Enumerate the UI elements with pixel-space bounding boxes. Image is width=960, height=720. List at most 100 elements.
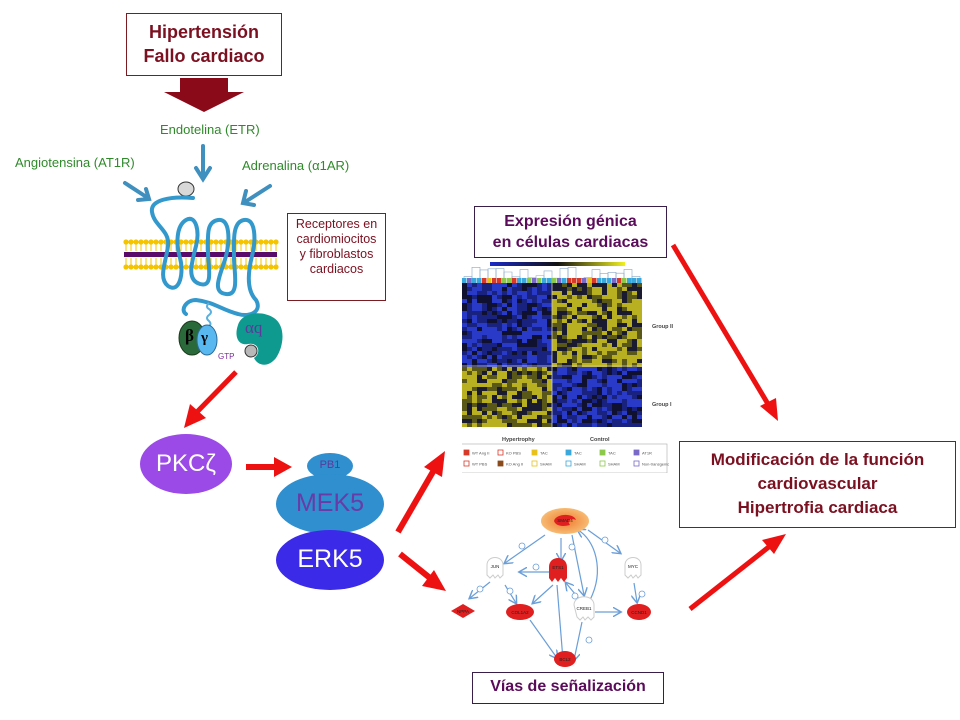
alpha-q-label: αq <box>245 318 263 337</box>
node-jun: JUN <box>491 564 500 569</box>
lipid-head <box>183 264 189 270</box>
lipid-head <box>273 239 279 245</box>
expression-line2: en células cardiacas <box>492 234 649 251</box>
beta-label: β <box>185 326 194 345</box>
lipid-head <box>243 239 249 245</box>
interaction-marker <box>506 587 514 595</box>
lipid-head <box>238 239 244 245</box>
lipid-head <box>243 264 249 270</box>
lipid-head <box>138 239 144 245</box>
gamma-tail <box>206 302 212 327</box>
legend-swatch <box>599 449 606 456</box>
mek5-node <box>276 474 384 534</box>
lipid-head <box>268 239 274 245</box>
lipid-head <box>263 239 269 245</box>
legend-swatch <box>599 460 606 467</box>
legend-label: SHAM <box>540 462 552 467</box>
legend-swatch <box>497 460 504 467</box>
node-col1a2: COL1A2 <box>511 610 529 615</box>
legend-label: WT PBS <box>472 462 488 467</box>
expression-line1: Expresión génica <box>504 213 637 230</box>
legend-label: AT1R <box>642 451 652 456</box>
hypertension-box: Hipertensión Fallo cardiaco <box>126 13 282 76</box>
interaction-marker <box>568 543 576 551</box>
ligand-ball <box>177 181 195 197</box>
lipid-head <box>198 264 204 270</box>
legend-label: WT Ang II <box>472 451 490 456</box>
lipid-head <box>213 264 219 270</box>
gtp-label: GTP <box>218 352 235 361</box>
hypertrophy-label: Hypertrophy <box>502 437 536 443</box>
group-i-label: Group I <box>652 402 672 408</box>
lipid-head <box>128 239 134 245</box>
lipid-head <box>153 239 159 245</box>
receptor-line3: y fibroblastos <box>299 247 374 261</box>
interaction-marker <box>585 636 593 644</box>
alpha-q-subunit <box>236 313 283 365</box>
pkc-zeta-label: PKCζ <box>156 450 216 477</box>
pb1-domain <box>307 453 353 479</box>
legend-label: TAC <box>540 451 548 456</box>
heart-failure-label: Fallo cardiaco <box>143 46 265 66</box>
legend-label: SHAM <box>574 462 586 467</box>
pb1-label: PB1 <box>319 459 341 471</box>
lipid-head <box>193 264 199 270</box>
node-myc: MYC <box>628 564 639 569</box>
legend-swatch <box>531 449 538 456</box>
gamma-label: γ <box>201 330 209 346</box>
lipid-head <box>143 239 149 245</box>
red-arrows <box>184 243 786 611</box>
interaction-marker <box>532 563 540 571</box>
mek5-label: MEK5 <box>295 489 365 517</box>
group-ii-label: Group II <box>652 324 674 330</box>
node-ets1: ETS1 <box>552 565 564 570</box>
interaction-marker <box>638 590 646 598</box>
node-creb1: CREB1 <box>576 606 592 611</box>
color-scale-bar <box>490 262 625 266</box>
ligand-arrows <box>123 144 272 207</box>
node-nppa: NPPA <box>457 609 469 614</box>
gene-expression-heatmap: Group II Group I Hypertrophy Control WT … <box>460 263 677 474</box>
lipid-head <box>153 264 159 270</box>
interaction-marker <box>601 536 609 544</box>
legend-swatch <box>565 449 572 456</box>
interaction-marker <box>476 585 484 593</box>
receptor-box: Receptores en cardiomiocitos y fibroblas… <box>287 213 386 301</box>
receptor-line4: cardiacos <box>309 262 364 276</box>
legend-swatch <box>565 460 572 467</box>
legend-swatch <box>633 460 640 467</box>
legend-label: TAC <box>574 451 582 456</box>
lipid-head <box>178 239 184 245</box>
lipid-head <box>138 264 144 270</box>
interaction-marker <box>571 592 579 600</box>
lipid-head <box>188 239 194 245</box>
lipid-head <box>268 264 274 270</box>
lipid-head <box>133 264 139 270</box>
legend-swatch <box>531 460 538 467</box>
lipid-head <box>123 264 129 270</box>
lipid-head <box>183 239 189 245</box>
legend-label: KO Ang II <box>506 462 523 467</box>
signaling-pathways-box: Vías de señalización <box>472 672 664 704</box>
legend-swatch <box>463 449 470 456</box>
signaling-network: JUN MYC CREB1 ETS1 SMAD4 NPPA COL1A2 CCN… <box>451 508 651 667</box>
endotelina-label: Endotelina (ETR) <box>160 122 260 137</box>
erk5-node <box>276 530 384 590</box>
lipid-head <box>273 264 279 270</box>
node-ccnd1: CCND1 <box>631 610 647 615</box>
lipid-head <box>158 239 164 245</box>
lipid-head <box>173 264 179 270</box>
gtp-ball <box>244 344 258 358</box>
hypertension-label: Hipertensión <box>148 22 259 42</box>
control-label: Control <box>590 437 610 443</box>
gpcr-receptor <box>149 195 260 317</box>
outcome-line2: cardiovascular <box>757 474 878 493</box>
legend-label: TAC <box>608 451 616 456</box>
lipid-head <box>218 239 224 245</box>
lipid-head <box>143 264 149 270</box>
legend-label: Non-transgenic <box>642 462 669 467</box>
outcome-line1: Modificación de la función <box>710 450 925 469</box>
legend-label: KO PBS <box>506 451 521 456</box>
lipid-head <box>148 239 154 245</box>
